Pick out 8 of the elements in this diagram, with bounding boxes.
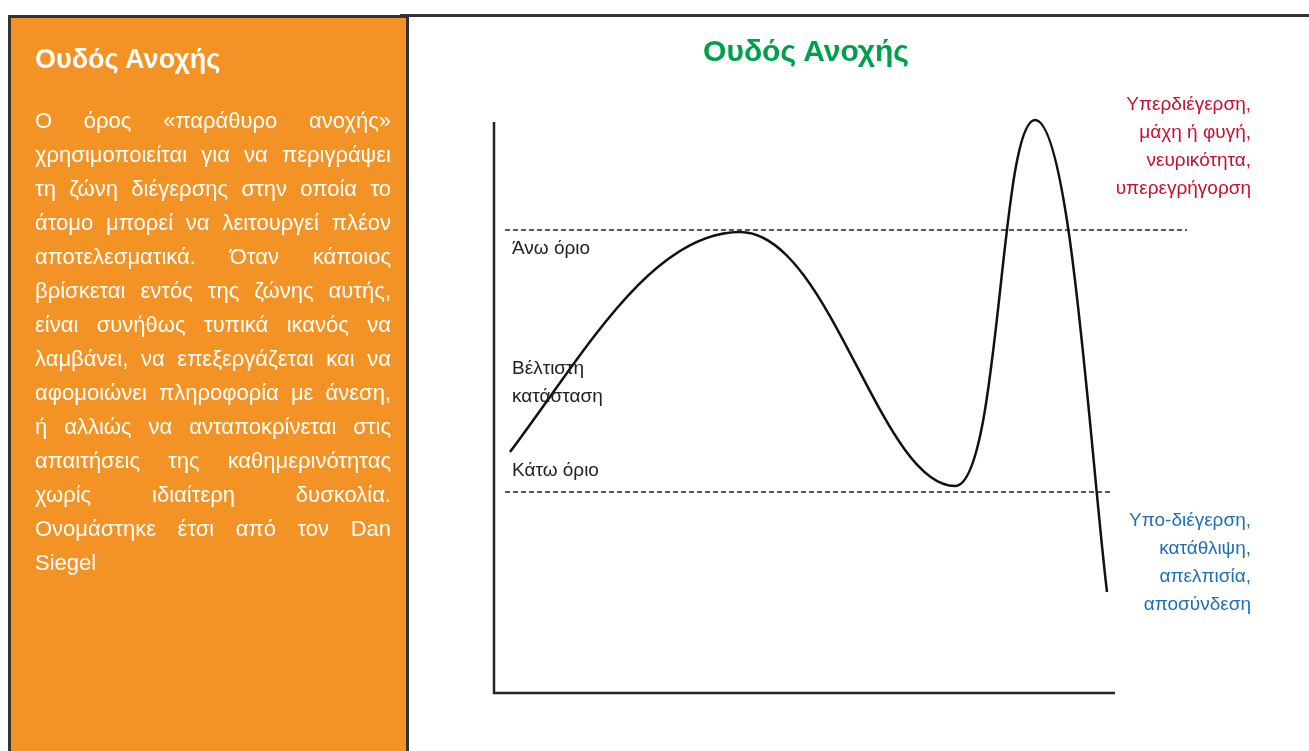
info-panel (8, 15, 409, 751)
zone-label: Υπερδιέγερση, μάχη ή φυγή, νευρικότητα, υπερεγρήγορση (1114, 92, 1251, 200)
zone-label: Υπο-διέγερση, κατάθλιψη, απελπισία, αποσύνδεση (1127, 508, 1251, 616)
chart-title: Ουδός Ανοχής (702, 34, 910, 68)
threshold-label: Άνω όριο (512, 236, 591, 260)
panel-heading: Ουδός Ανοχής (35, 44, 221, 75)
panel-paragraph: Ο όρος «παράθυρο ανοχής» χρησιμοποιείται για να περιγράψει τη ζώνη διέγερσης στην οποία το άτομο μπορεί να λειτουργεί πλέον αποτελεσματικά. Όταν κάποιος βρίσκεται εντός της ζώνης αυτής, είναι συνήθως τυπικά ικανός να λαμβάνει, να επεξεργάζεται και να αφομοιώνει πληροφορία με άνεση, ή αλλιώς να ανταποκρίνεται στις απαιτήσεις της καθημερινότητας χωρίς ιδιαίτερη δυσκολία. Ονομάστηκε έτσι από τον Dan Siegel (35, 107, 391, 577)
threshold-label: Κάτω όριο (512, 458, 599, 482)
